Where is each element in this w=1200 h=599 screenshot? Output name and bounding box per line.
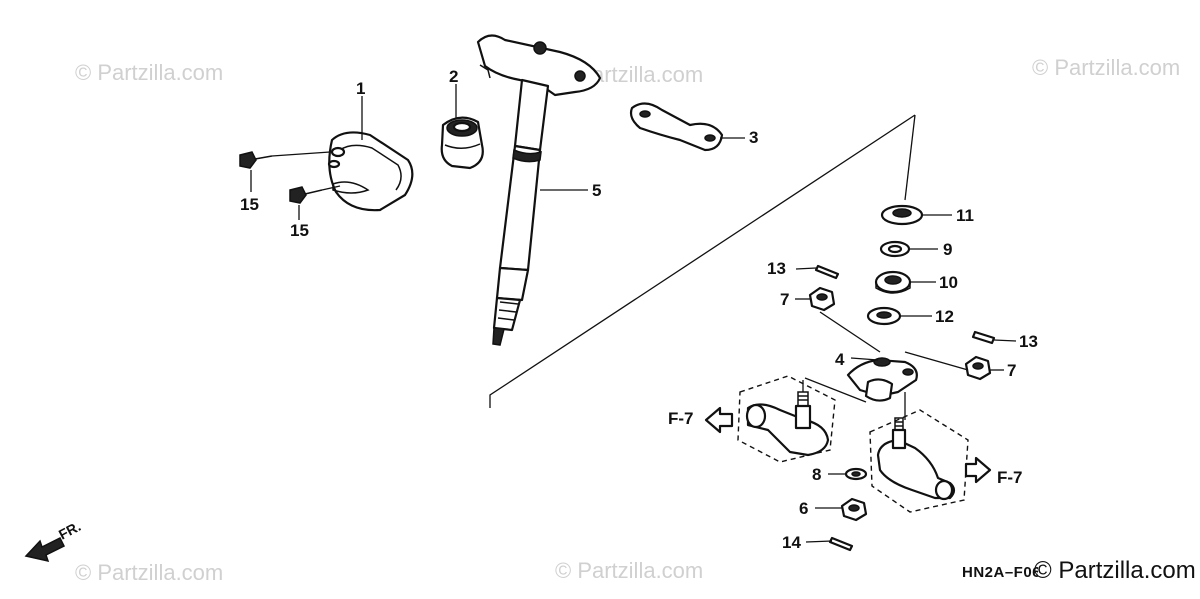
watermark-bottom-center: © Partzilla.com xyxy=(555,558,703,583)
callout-8: 8 xyxy=(812,465,821,484)
callout-7b: 7 xyxy=(1007,361,1016,380)
diagram-code: HN2A–F0600 xyxy=(962,564,1059,581)
callout-4: 4 xyxy=(835,350,845,369)
part-12-oil-seal xyxy=(866,306,902,326)
part-13-cotter-pin-a xyxy=(814,264,840,280)
callout-5: 5 xyxy=(592,181,601,200)
figure-ref-right[interactable]: F-7 xyxy=(997,468,1023,487)
tie-rod-end-left xyxy=(737,375,836,463)
watermark-bottom-left: © Partzilla.com xyxy=(75,560,223,585)
part-5-steering-shaft xyxy=(476,34,602,346)
figure-ref-arrow-left xyxy=(704,406,734,434)
watermark-top-right: © Partzilla.com xyxy=(1032,55,1180,80)
front-direction-arrow xyxy=(24,536,66,563)
callout-6: 6 xyxy=(799,499,808,518)
part-11-dust-seal xyxy=(880,204,924,226)
part-10-bearing xyxy=(874,270,912,294)
connect-line-tie-rod-left xyxy=(804,377,867,403)
assembly-outline-line xyxy=(489,114,916,408)
part-1-column-holder xyxy=(327,131,414,212)
callout-15a: 15 xyxy=(240,195,259,214)
connect-line-left xyxy=(819,311,881,353)
figure-ref-arrow-right xyxy=(964,456,992,484)
part-8-washer xyxy=(844,467,868,481)
callout-9: 9 xyxy=(943,240,952,259)
watermark-corner: © Partzilla.com xyxy=(1034,557,1196,584)
part-6-nut xyxy=(840,497,868,522)
part-3-holder-bracket xyxy=(629,102,724,152)
part-9-washer xyxy=(879,240,911,258)
callout-1: 1 xyxy=(356,79,365,98)
figure-ref-left[interactable]: F-7 xyxy=(668,409,694,428)
tie-rod-end-right xyxy=(869,409,969,513)
part-2-bushing xyxy=(440,116,484,170)
callout-2: 2 xyxy=(449,67,458,86)
callout-12: 12 xyxy=(935,307,954,326)
part-4-steering-arm xyxy=(846,357,918,402)
part-15-bolt-b xyxy=(289,185,341,204)
corner-watermark-backdrop xyxy=(1038,556,1200,586)
callout-15b: 15 xyxy=(290,221,309,240)
part-7-castle-nut-b xyxy=(964,355,992,381)
part-14-cotter-pin xyxy=(828,536,854,552)
callout-13a: 13 xyxy=(767,259,786,278)
callout-13b: 13 xyxy=(1019,332,1038,351)
part-15-bolt-a xyxy=(239,151,331,169)
part-7-castle-nut-a xyxy=(808,286,836,312)
watermark-top-left: © Partzilla.com xyxy=(75,60,223,85)
connect-line-right xyxy=(904,351,969,371)
part-13-cotter-pin-b xyxy=(971,330,996,345)
callout-leaders xyxy=(250,84,1017,543)
callout-14: 14 xyxy=(782,533,801,552)
callout-11: 11 xyxy=(956,206,974,225)
assembly-outline-line-right xyxy=(904,114,916,201)
callout-10: 10 xyxy=(939,273,958,292)
callout-3: 3 xyxy=(749,128,758,147)
callout-7a: 7 xyxy=(780,290,789,309)
